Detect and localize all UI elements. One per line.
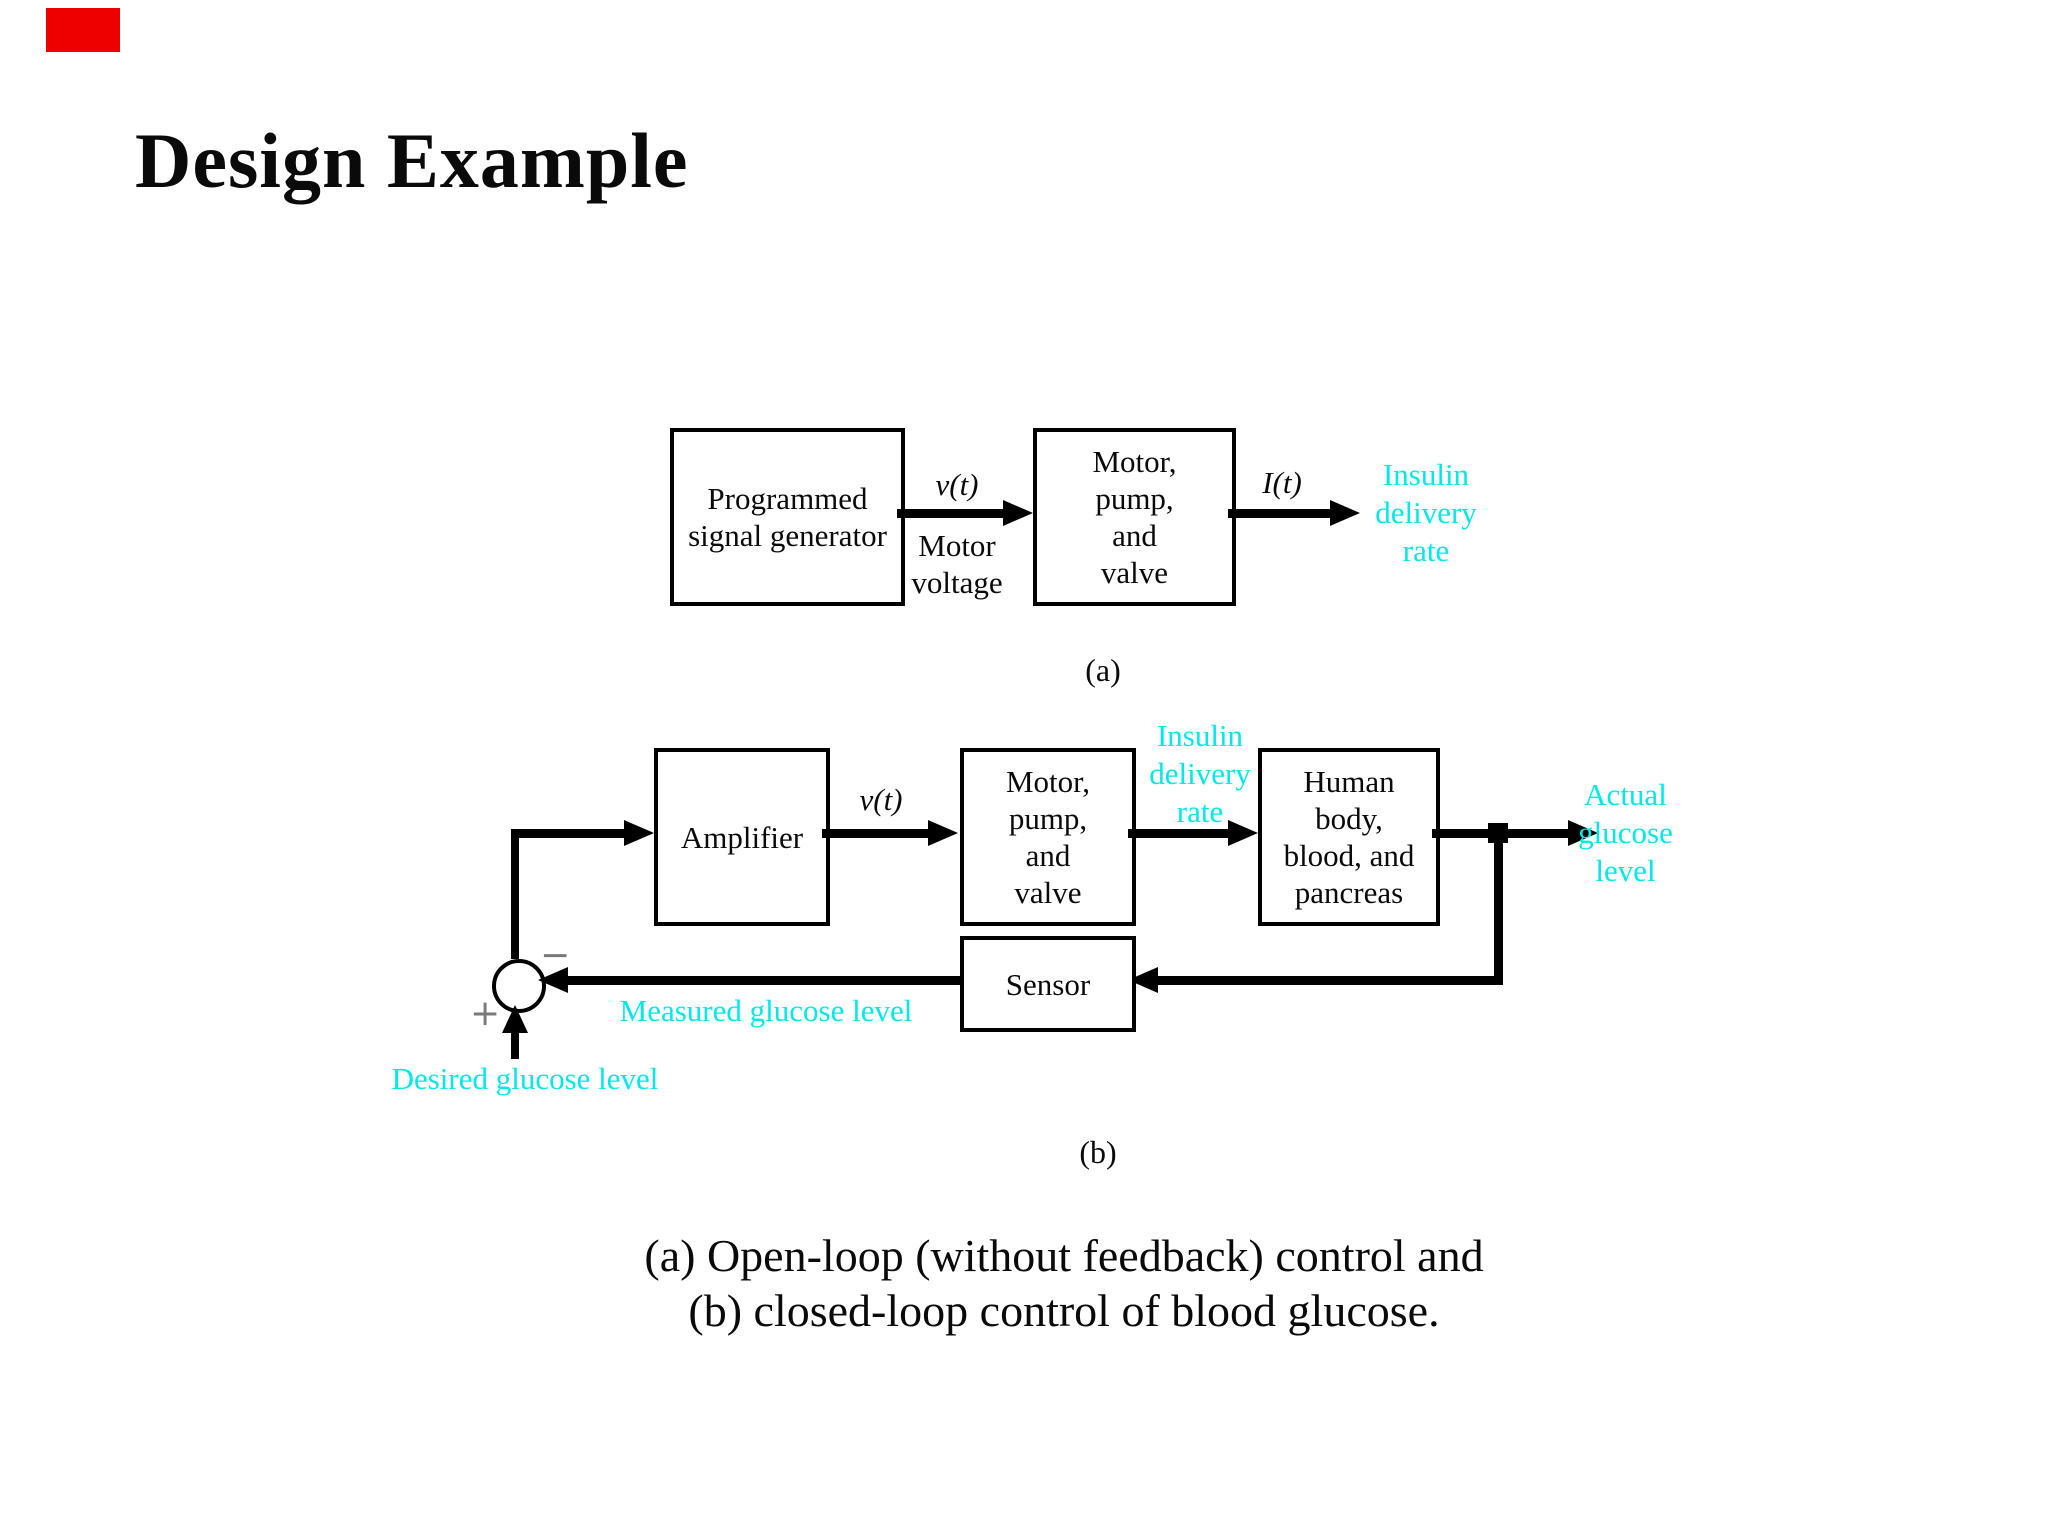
block-label-line: Programmed [707, 481, 868, 516]
block-motor-pump-valve-b: Motor, pump, and valve [960, 748, 1136, 926]
motor-voltage-label: Motor voltage [911, 528, 1003, 600]
plus-sign: + [470, 993, 501, 1034]
measured-glucose-level-label: Measured glucose level [619, 993, 913, 1028]
signal-it-label: I(t) [1262, 465, 1302, 500]
arrowhead-right-icon [928, 820, 958, 846]
block-label-line: signal generator [688, 518, 887, 553]
arrowhead-right-icon [624, 820, 654, 846]
arrow-b-voltage-line [822, 829, 928, 838]
arrowhead-up-icon [502, 1005, 528, 1033]
desired-glucose-level-label: Desired glucose level [391, 1061, 659, 1096]
figure-b-tag: (b) [1079, 1134, 1117, 1170]
block-human-body: Human body, blood, and pancreas [1258, 748, 1440, 926]
insulin-delivery-rate-label-a: Insulin delivery rate [1375, 457, 1477, 568]
insulin-delivery-rate-label-b: Insulin delivery rate [1149, 718, 1251, 829]
sensor-to-summing-line [568, 976, 960, 985]
feedback-down-line [1494, 829, 1503, 984]
signal-vt-label-b: v(t) [859, 782, 903, 817]
arrow-b-insulin-line [1128, 829, 1228, 838]
arrow-a-voltage-line [897, 509, 1003, 518]
desired-input-line [511, 1031, 519, 1059]
block-motor-pump-valve-a: Motor, pump, and valve [1033, 428, 1236, 606]
arrowhead-right-icon [1330, 500, 1360, 526]
arrowhead-right-icon [1568, 820, 1598, 846]
caption-line-1: (a) Open-loop (without feedback) control… [644, 1230, 1484, 1281]
recording-indicator [46, 8, 120, 52]
summing-output-line [511, 829, 519, 959]
actual-glucose-level-label: Actual glucose level [1578, 777, 1673, 888]
arrowhead-right-icon [1003, 500, 1033, 526]
slide-title: Design Example [135, 117, 689, 204]
block-programmed-signal-generator: Programmed signal generator [670, 428, 905, 606]
arrowhead-left-icon [538, 967, 568, 993]
block-amplifier: Amplifier [654, 748, 830, 926]
figure-caption: (a) Open-loop (without feedback) control… [504, 1228, 1624, 1338]
signal-vt-label-a: v(t) [935, 467, 979, 502]
block-sensor: Sensor [960, 936, 1136, 1032]
feedback-to-sensor-line [1158, 976, 1503, 985]
caption-line-2: (b) closed-loop control of blood glucose… [688, 1285, 1440, 1336]
arrow-b-setpoint-line [511, 829, 624, 838]
figure-a-tag: (a) [1085, 652, 1121, 688]
arrow-a-output-line [1228, 509, 1330, 518]
arrowhead-right-icon [1228, 820, 1258, 846]
